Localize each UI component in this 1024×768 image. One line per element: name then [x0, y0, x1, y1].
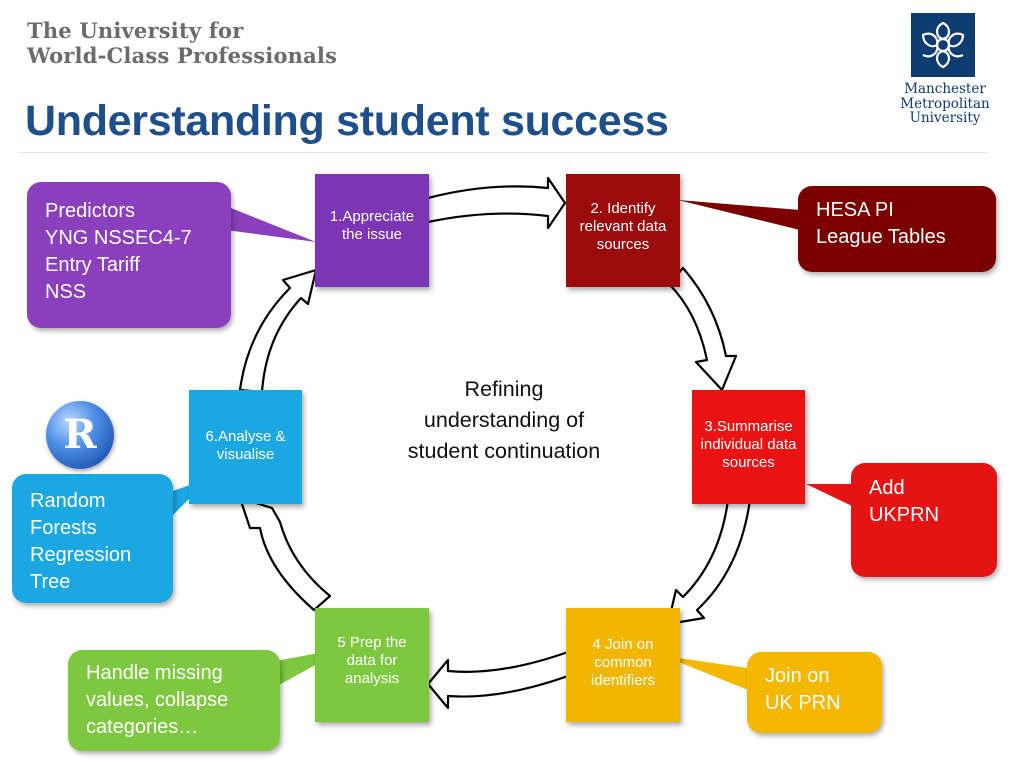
step-1-appreciate-issue: 1.Appreciate the issue — [315, 174, 429, 287]
header-divider — [18, 152, 988, 153]
university-tagline: The University for World-Class Professio… — [27, 18, 338, 68]
r-logo-letter: R — [63, 411, 97, 458]
step-3-summarise-sources: 3.Summarise individual data sources — [692, 390, 805, 504]
page-title: Understanding student success — [25, 97, 669, 145]
arrow-3-to-4 — [666, 498, 752, 626]
step-4-join-identifiers: 4 Join on common identifiers — [566, 608, 680, 722]
pointer-join — [664, 656, 748, 690]
step-2-identify-sources: 2. Identify relevant data sources — [566, 174, 680, 287]
step-5-prep-data: 5 Prep the data for analysis — [315, 608, 429, 722]
knot-emblem-icon — [921, 21, 965, 69]
callout-hesa: HESA PI League Tables — [798, 186, 996, 272]
cycle-center-label: Refining understanding of student contin… — [407, 377, 601, 463]
arrow-4-to-5 — [426, 650, 570, 710]
university-logo-icon — [911, 13, 975, 77]
step-6-analyse-visualise: 6.Analyse & visualise — [189, 390, 302, 504]
pointer-predictors — [226, 206, 316, 242]
callout-predictors: Predictors YNG NSSEC4-7 Entry Tariff NSS — [27, 182, 231, 328]
pointer-ukprn — [806, 484, 852, 506]
university-name: Manchester Metropolitan University — [900, 81, 990, 126]
callout-random: Random Forests Regression Tree — [12, 474, 173, 603]
callout-ukprn: Add UKPRN — [851, 463, 997, 577]
arrow-6-to-1 — [238, 268, 318, 394]
callout-join: Join on UK PRN — [747, 652, 882, 733]
arrow-1-to-2 — [426, 176, 567, 230]
arrow-5-to-6 — [238, 496, 332, 612]
pointer-hesa — [678, 200, 800, 230]
callout-handle: Handle missing values, collapse categori… — [68, 650, 280, 751]
r-logo-icon: R — [46, 401, 114, 469]
